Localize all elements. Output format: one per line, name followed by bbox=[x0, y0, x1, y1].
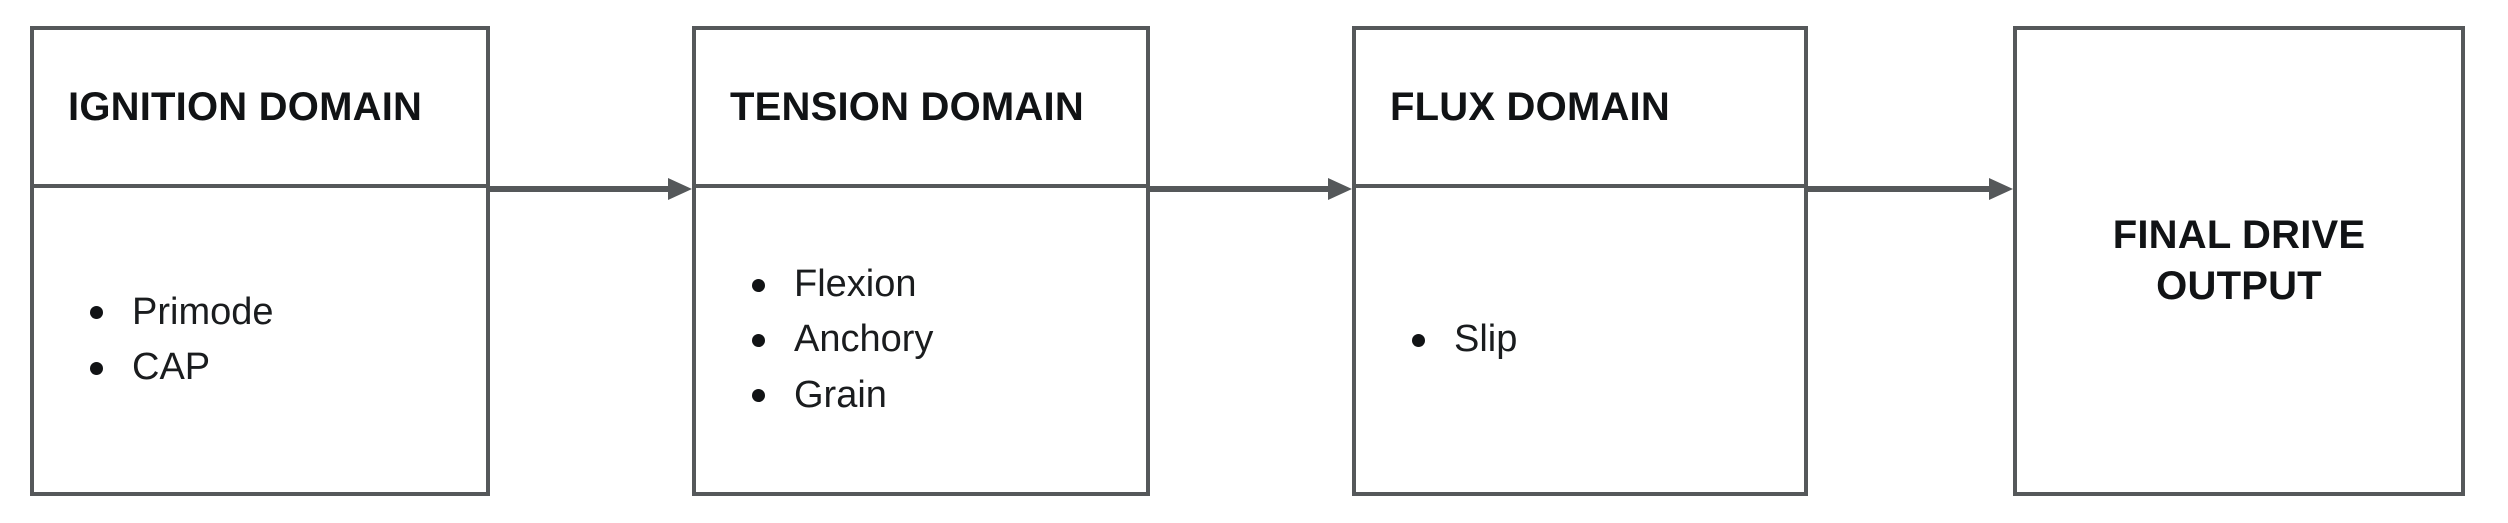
node-tension-domain[interactable]: TENSION DOMAIN Flexion Anchory Grain bbox=[692, 26, 1150, 496]
bullet-dot-icon bbox=[752, 389, 765, 403]
list-item-label: Anchory bbox=[794, 318, 934, 361]
terminal-label: FINAL DRIVE OUTPUT bbox=[2113, 210, 2366, 312]
bullet-dot-icon bbox=[90, 361, 103, 375]
terminal-label-line1: FINAL DRIVE bbox=[2112, 212, 2366, 257]
node-title: IGNITION DOMAIN bbox=[68, 85, 423, 129]
connector-ignition-to-tension bbox=[490, 176, 692, 202]
bullet-list: Primode CAP bbox=[86, 285, 460, 396]
node-title: TENSION DOMAIN bbox=[730, 85, 1084, 129]
bullet-list: Slip bbox=[1408, 312, 1778, 367]
node-body: Flexion Anchory Grain bbox=[696, 188, 1146, 492]
list-item-label: CAP bbox=[132, 346, 211, 388]
bullet-dot-icon bbox=[752, 278, 765, 292]
node-header: TENSION DOMAIN bbox=[696, 30, 1146, 188]
list-item: Grain bbox=[748, 368, 1120, 423]
node-flux-domain[interactable]: FLUX DOMAIN Slip bbox=[1352, 26, 1808, 496]
list-item: Flexion bbox=[748, 257, 1120, 312]
node-ignition-domain[interactable]: IGNITION DOMAIN Primode CAP bbox=[30, 26, 490, 496]
connector-tension-to-flux bbox=[1150, 176, 1352, 202]
bullet-dot-icon bbox=[752, 334, 765, 347]
node-final-drive-output[interactable]: FINAL DRIVE OUTPUT bbox=[2013, 26, 2465, 496]
bullet-dot-icon bbox=[90, 306, 103, 320]
node-body: Slip bbox=[1356, 188, 1804, 492]
list-item: Slip bbox=[1408, 312, 1778, 367]
terminal-label-line2: OUTPUT bbox=[2156, 264, 2322, 308]
list-item-label: Grain bbox=[794, 373, 887, 416]
bullet-list: Flexion Anchory Grain bbox=[748, 257, 1120, 423]
connector-flux-to-final-drive-output bbox=[1808, 176, 2013, 202]
node-body: Primode CAP bbox=[34, 188, 486, 492]
list-item-label: Flexion bbox=[794, 262, 917, 305]
node-title: FLUX DOMAIN bbox=[1390, 85, 1670, 129]
node-header: FLUX DOMAIN bbox=[1356, 30, 1804, 188]
list-item: Anchory bbox=[748, 312, 1120, 367]
list-item-label: Slip bbox=[1454, 318, 1518, 361]
list-item-label: Primode bbox=[132, 290, 274, 333]
list-item: CAP bbox=[86, 340, 460, 395]
bullet-dot-icon bbox=[1412, 334, 1425, 347]
node-header: IGNITION DOMAIN bbox=[34, 30, 486, 188]
list-item: Primode bbox=[86, 285, 460, 340]
